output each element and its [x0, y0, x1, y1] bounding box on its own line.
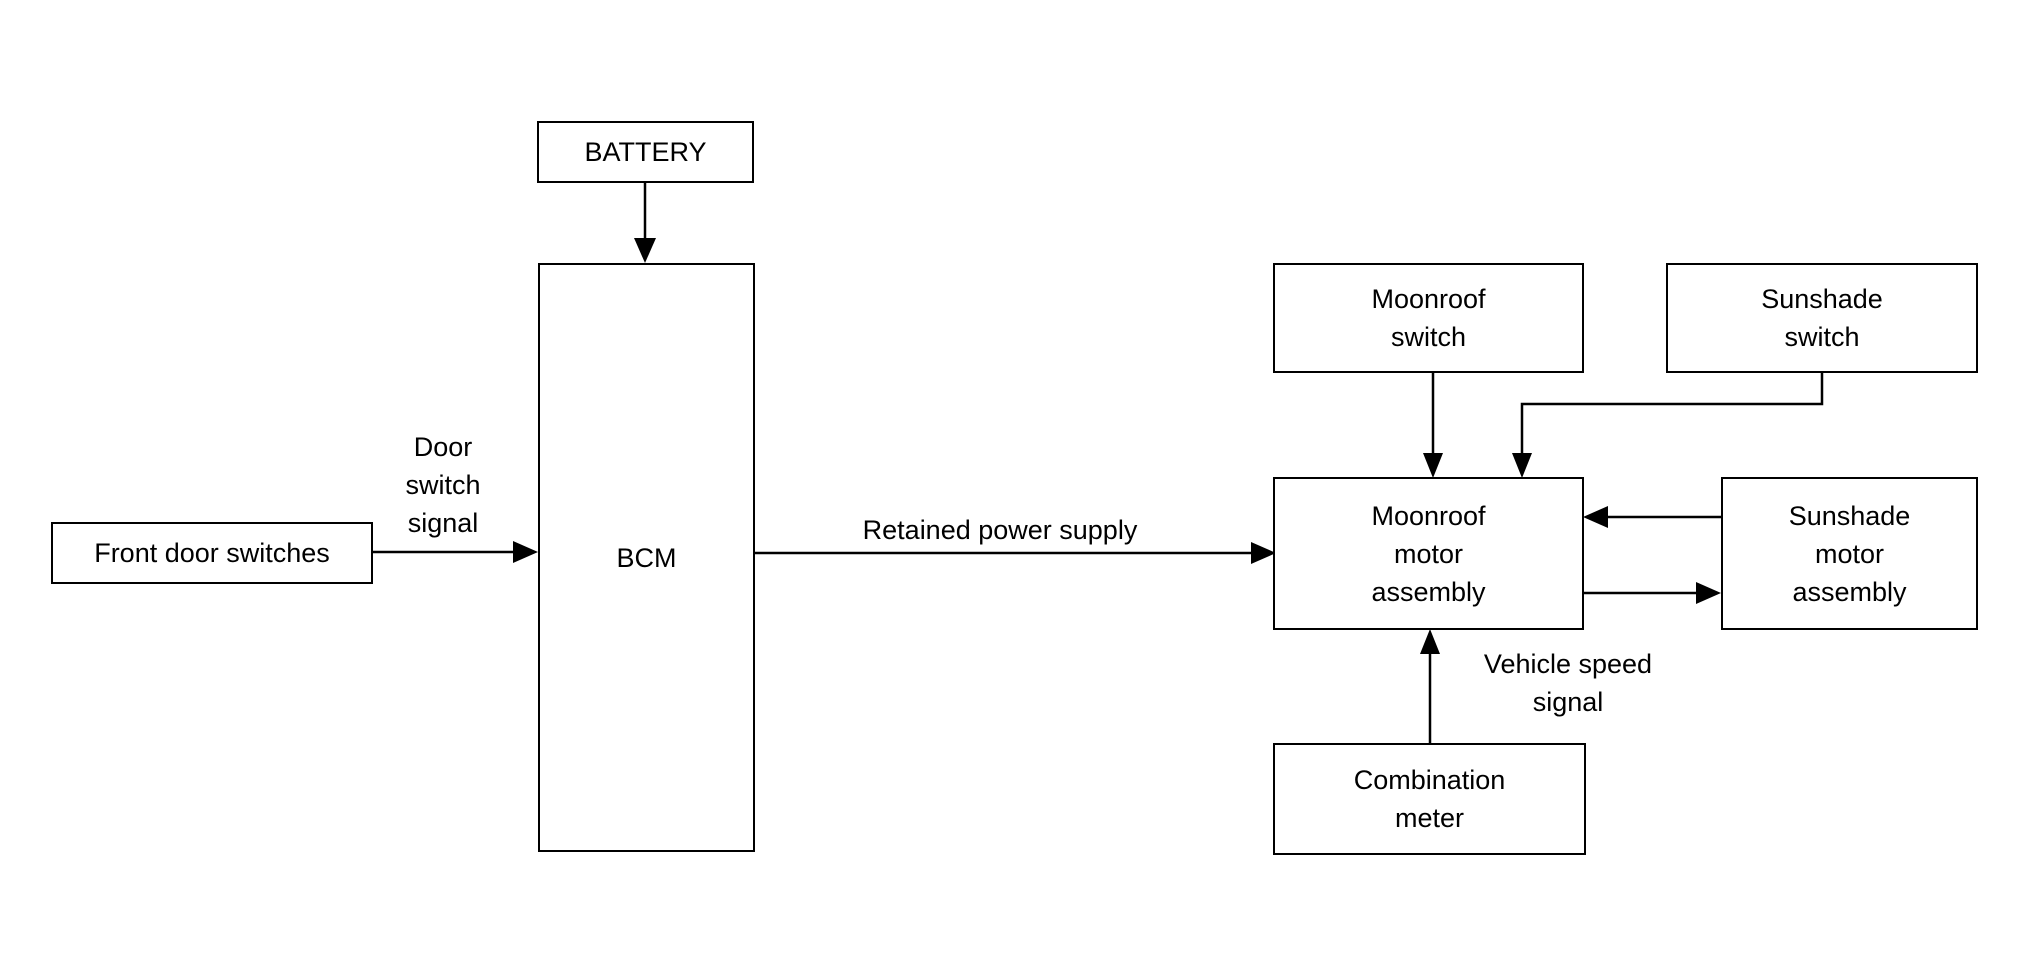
sunshade-switch-label: Sunshade switch	[1761, 284, 1883, 352]
arrowhead-meter-moonroof-motor	[1420, 629, 1440, 654]
door-switch-signal-label: Door switch signal	[405, 432, 481, 538]
retained-power-supply-label: Retained power supply	[862, 515, 1138, 545]
front-door-switches-box: Front door switches	[51, 522, 373, 584]
moonroof-motor-assembly-box: Moonroof motor assembly	[1273, 477, 1584, 630]
arrowhead-moonroof-motor-sunshade-motor	[1696, 582, 1721, 604]
arrowhead-bcm-moonroof-motor	[1251, 542, 1276, 564]
bcm-box: BCM	[538, 263, 755, 852]
bcm-label: BCM	[616, 542, 677, 573]
sunshade-motor-assembly-box: Sunshade motor assembly	[1721, 477, 1978, 630]
battery-box: BATTERY	[537, 121, 754, 183]
arrowhead-battery-bcm	[634, 238, 656, 263]
vehicle-speed-signal-label: Vehicle speed signal	[1483, 649, 1653, 717]
sunshade-motor-assembly-label: Sunshade motor assembly	[1788, 500, 1911, 607]
arrowhead-sunshade-switch-motor	[1512, 453, 1532, 478]
battery-label: BATTERY	[584, 137, 707, 167]
arrowhead-sunshade-motor-moonroof-motor	[1583, 506, 1608, 528]
sunshade-switch-box: Sunshade switch	[1666, 263, 1978, 373]
edge-sunshade-switch-motor	[1520, 372, 1824, 453]
moonroof-switch-box: Moonroof switch	[1273, 263, 1584, 373]
moonroof-switch-label: Moonroof switch	[1371, 284, 1486, 352]
combination-meter-label: Combination meter	[1353, 765, 1506, 833]
combination-meter-box: Combination meter	[1273, 743, 1586, 855]
arrowhead-moonroof-switch-motor	[1423, 453, 1443, 478]
arrowhead-door-bcm	[513, 541, 538, 563]
moonroof-motor-assembly-label: Moonroof motor assembly	[1371, 500, 1486, 607]
front-door-switches-label: Front door switches	[94, 538, 330, 568]
